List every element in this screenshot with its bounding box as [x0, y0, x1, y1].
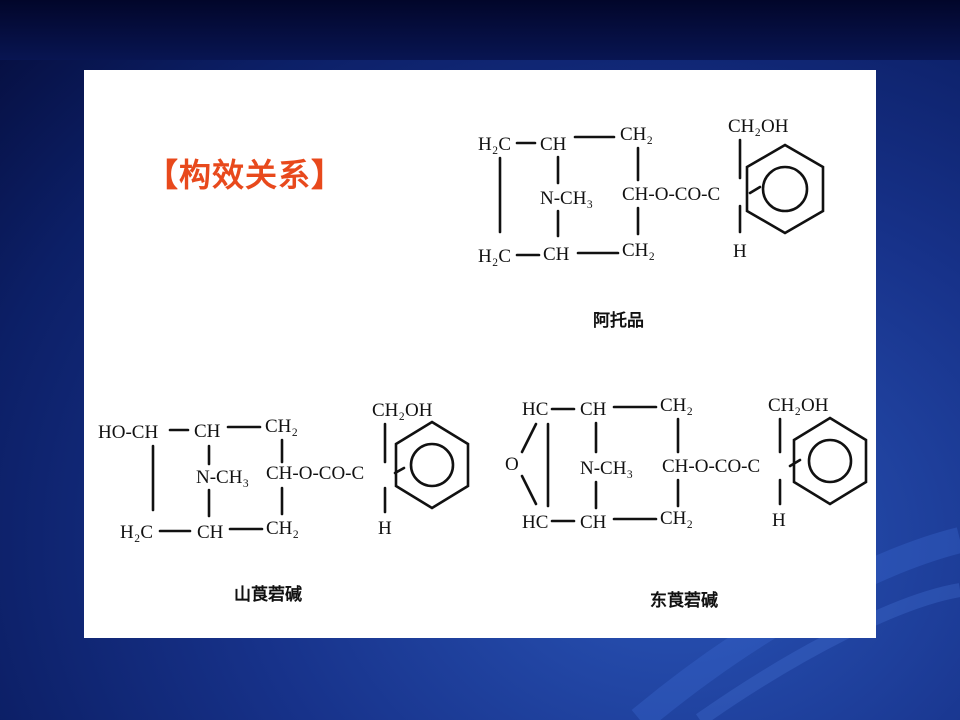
atropine-atom-h2c-bottom: H₂C [478, 246, 511, 267]
atropine-atom-h: H [733, 241, 747, 262]
atropine-atom-h2c-top: H₂C [478, 134, 511, 155]
scopolamine-atom-hc-top: HC [522, 399, 548, 420]
atropine-atom-ch2-bottom: CH₂ [622, 240, 655, 261]
anisodamine-atom-n-ch3: N-CH₃ [196, 467, 249, 488]
scopolamine-atom-h: H [772, 510, 786, 531]
scopolamine-atom-o: O [505, 454, 519, 475]
anisodamine-atom-ch2oh: CH₂OH [372, 400, 433, 421]
anisodamine-atom-ch-top: CH [194, 421, 221, 442]
scopolamine-atom-ch2oh: CH₂OH [768, 395, 829, 416]
atropine-atom-ch2oh: CH₂OH [728, 116, 789, 137]
atropine-atom-ch2-top: CH₂ [620, 124, 653, 145]
anisodamine-atom-ch2-bottom: CH₂ [266, 518, 299, 539]
scopolamine-atom-hc-bottom: HC [522, 512, 548, 533]
atropine-name-label: 阿托品 [593, 310, 644, 331]
scopolamine-atom-ch2-bottom: CH₂ [660, 508, 693, 529]
anisodamine-atom-ester-chain: CH-O-CO-C [266, 463, 364, 484]
scopolamine-structure: HC CH CH₂ CH₂OH O N-CH₃ CH-O-CO-C HC CH … [505, 395, 868, 611]
atropine-atom-ester-chain: CH-O-CO-C [622, 184, 720, 205]
scopolamine-atom-n-ch3: N-CH₃ [580, 458, 633, 479]
scopolamine-atom-ester-chain: CH-O-CO-C [662, 456, 760, 477]
scopolamine-atom-ch-bottom: CH [580, 512, 607, 533]
atropine-atom-ch-top: CH [540, 134, 567, 155]
scopolamine-name-label: 东莨菪碱 [650, 590, 718, 611]
anisodamine-atom-h2c-bottom: H₂C [120, 522, 153, 543]
anisodamine-structure: HO-CH CH CH₂ CH₂OH N-CH₃ CH-O-CO-C H₂C C… [98, 400, 470, 605]
scopolamine-atom-ch2-top: CH₂ [660, 395, 693, 416]
anisodamine-atom-ch-bottom: CH [197, 522, 224, 543]
atropine-atom-ch-bottom: CH [543, 244, 570, 265]
anisodamine-atom-h: H [378, 518, 392, 539]
slide-top-band [0, 0, 960, 60]
scopolamine-atom-ch-top: CH [580, 399, 607, 420]
anisodamine-name-label: 山莨菪碱 [234, 584, 302, 605]
atropine-structure: H₂C CH CH₂ CH₂OH N-CH₃ CH-O-CO-C H₂C CH … [478, 116, 825, 331]
diagram-panel [84, 70, 876, 638]
slide-title: 【构效关系】 [146, 156, 345, 194]
anisodamine-atom-ch2-top: CH₂ [265, 416, 298, 437]
anisodamine-atom-ho-ch: HO-CH [98, 422, 158, 443]
atropine-atom-n-ch3: N-CH₃ [540, 188, 593, 209]
